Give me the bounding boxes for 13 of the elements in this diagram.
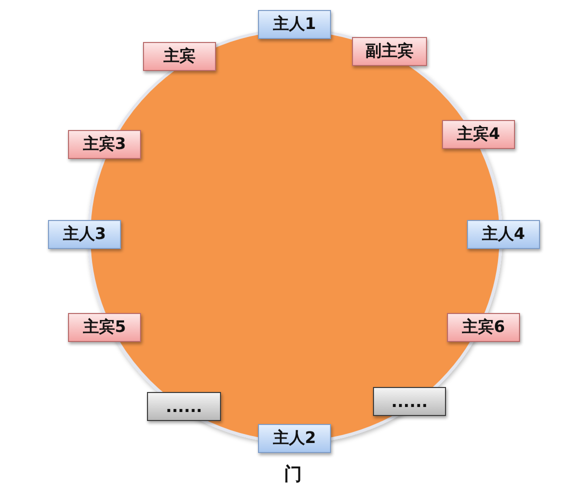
seat-card: 主人4 [467, 220, 540, 249]
seat-card: ...... [373, 387, 446, 416]
seat-card: 主人1 [258, 10, 331, 39]
seat-card: 主人3 [48, 220, 121, 249]
door-label: 门 [283, 463, 303, 486]
seat-card: 主宾6 [447, 313, 520, 342]
seat-card: 主宾3 [68, 130, 141, 159]
seat-card: ...... [147, 392, 221, 421]
seat-card: 主人2 [258, 424, 331, 453]
seat-card: 主宾4 [442, 120, 515, 149]
seat-card: 主宾5 [68, 313, 141, 342]
seat-card: 副主宾 [352, 37, 427, 66]
seat-card: 主宾 [143, 42, 216, 71]
